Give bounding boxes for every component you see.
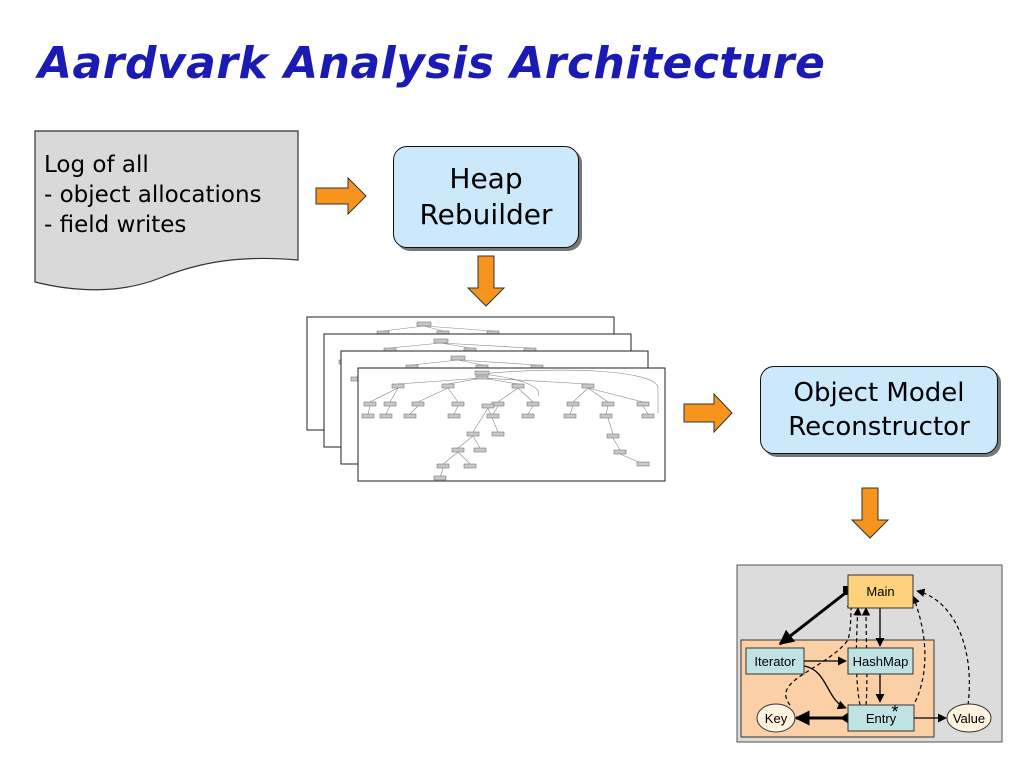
log-document-shape bbox=[34, 130, 299, 291]
dashed-value-main bbox=[916, 588, 970, 706]
dashed-key-main bbox=[785, 599, 855, 706]
hashmap-label: HashMap bbox=[853, 654, 909, 669]
object-model-diagram: Main Iterator HashMap Entry * Key Value bbox=[736, 564, 1003, 743]
heap-rebuilder-line2: Rebuilder bbox=[419, 198, 553, 231]
entry-node bbox=[847, 704, 915, 732]
entry-label: Entry bbox=[866, 711, 897, 726]
log-document-text: Log of all - object allocations - field … bbox=[44, 150, 294, 240]
log-line: - field writes bbox=[44, 212, 187, 238]
main-label: Main bbox=[866, 584, 894, 599]
reconstructor-line2: Reconstructor bbox=[788, 412, 970, 442]
heap-rebuilder-box: Heap Rebuilder bbox=[393, 146, 579, 248]
edge-iterator-entry bbox=[803, 665, 847, 710]
reconstructor-line1: Object Model bbox=[793, 378, 965, 408]
heap-rebuilder-line1: Heap bbox=[449, 162, 523, 195]
key-label: Key bbox=[765, 711, 788, 726]
iterator-node bbox=[745, 647, 805, 675]
object-model-reconstructor-box: Object Model Reconstructor bbox=[760, 366, 998, 454]
arrow-graphs-to-reconstructor bbox=[683, 392, 733, 434]
arrow-heap-to-graphs bbox=[466, 255, 506, 307]
main-node bbox=[847, 574, 914, 609]
heap-graph-stack bbox=[306, 316, 666, 482]
value-node bbox=[946, 703, 992, 733]
arrow-reconstructor-to-model bbox=[850, 487, 890, 539]
key-node bbox=[756, 703, 796, 733]
log-line: - object allocations bbox=[44, 182, 262, 208]
heap-graph-snapshot-front bbox=[357, 367, 666, 482]
dashed-entry-hashmap bbox=[911, 595, 926, 709]
iterator-label: Iterator bbox=[754, 654, 796, 669]
dashed-entry-main-a bbox=[853, 607, 862, 706]
edge-main-iterator bbox=[778, 589, 849, 646]
value-label: Value bbox=[953, 711, 985, 726]
log-line: Log of all bbox=[44, 152, 149, 178]
slide-title: Aardvark Analysis Architecture bbox=[38, 38, 826, 89]
entry-multiplicity: * bbox=[891, 702, 898, 722]
hashmap-node bbox=[847, 647, 914, 675]
arrow-log-to-heap bbox=[315, 176, 367, 216]
